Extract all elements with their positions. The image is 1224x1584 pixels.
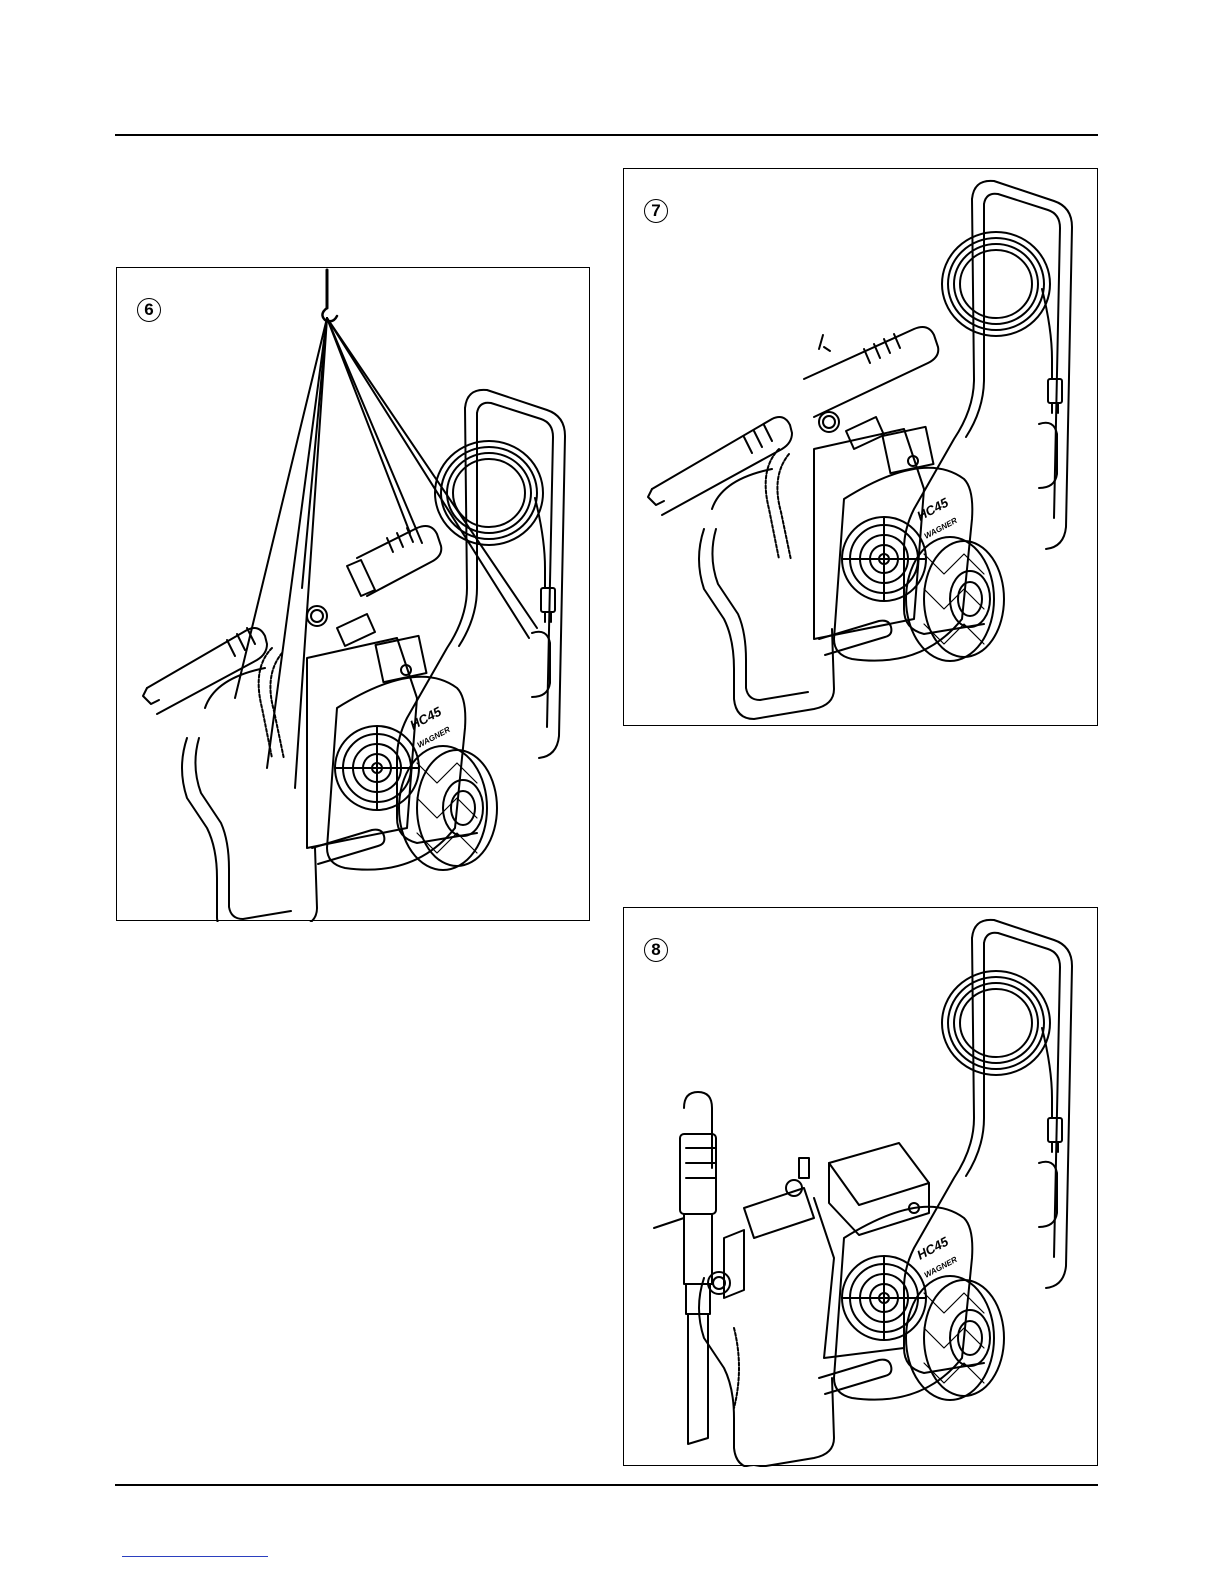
figure-7-sprayer: 7 (623, 168, 1098, 726)
figure-8-sprayer-pump-up: 8 (623, 907, 1098, 1466)
sprayer-standing-illustration: HC45 WAGNER (624, 169, 1099, 727)
header-rule (115, 134, 1098, 136)
footer-link-underline[interactable] (122, 1556, 268, 1557)
sprayer-pump-upright-illustration: HC45 WAGNER (624, 908, 1099, 1467)
footer-rule (115, 1484, 1098, 1486)
figure-6-lifting: 6 (116, 267, 590, 921)
sprayer-lifting-illustration: HC45 WAGNER (117, 268, 591, 922)
